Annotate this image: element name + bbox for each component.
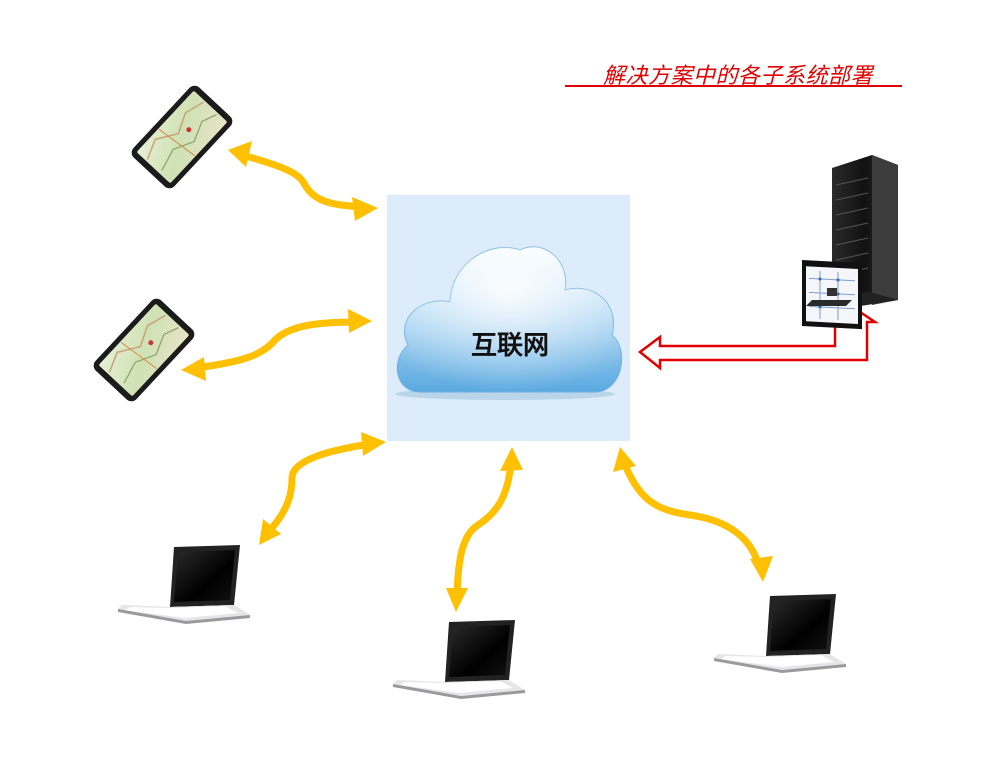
title-text: 解决方案中的各子系统部署 xyxy=(603,64,874,89)
laptop-icon xyxy=(393,620,525,699)
arrow-tablet2-cloud xyxy=(181,309,372,381)
arrow-tablet1-cloud xyxy=(228,141,378,221)
internet-cloud-panel xyxy=(387,195,630,441)
cloud-label: 互联网 xyxy=(470,331,549,361)
laptop-icon xyxy=(714,594,846,673)
arrow-laptop2-cloud xyxy=(446,447,523,612)
arrow-laptop1-cloud xyxy=(259,432,386,545)
tablet-icon xyxy=(93,298,195,402)
server-icon xyxy=(802,155,898,330)
diagram-title: 解决方案中的各子系统部署 xyxy=(565,58,910,89)
tablet-icon xyxy=(131,85,233,189)
arrows-group xyxy=(181,141,773,612)
title-underline xyxy=(565,85,902,87)
arrow-laptop3-cloud xyxy=(613,447,773,582)
laptop-icon xyxy=(118,545,250,624)
cloud-icon xyxy=(395,246,623,400)
